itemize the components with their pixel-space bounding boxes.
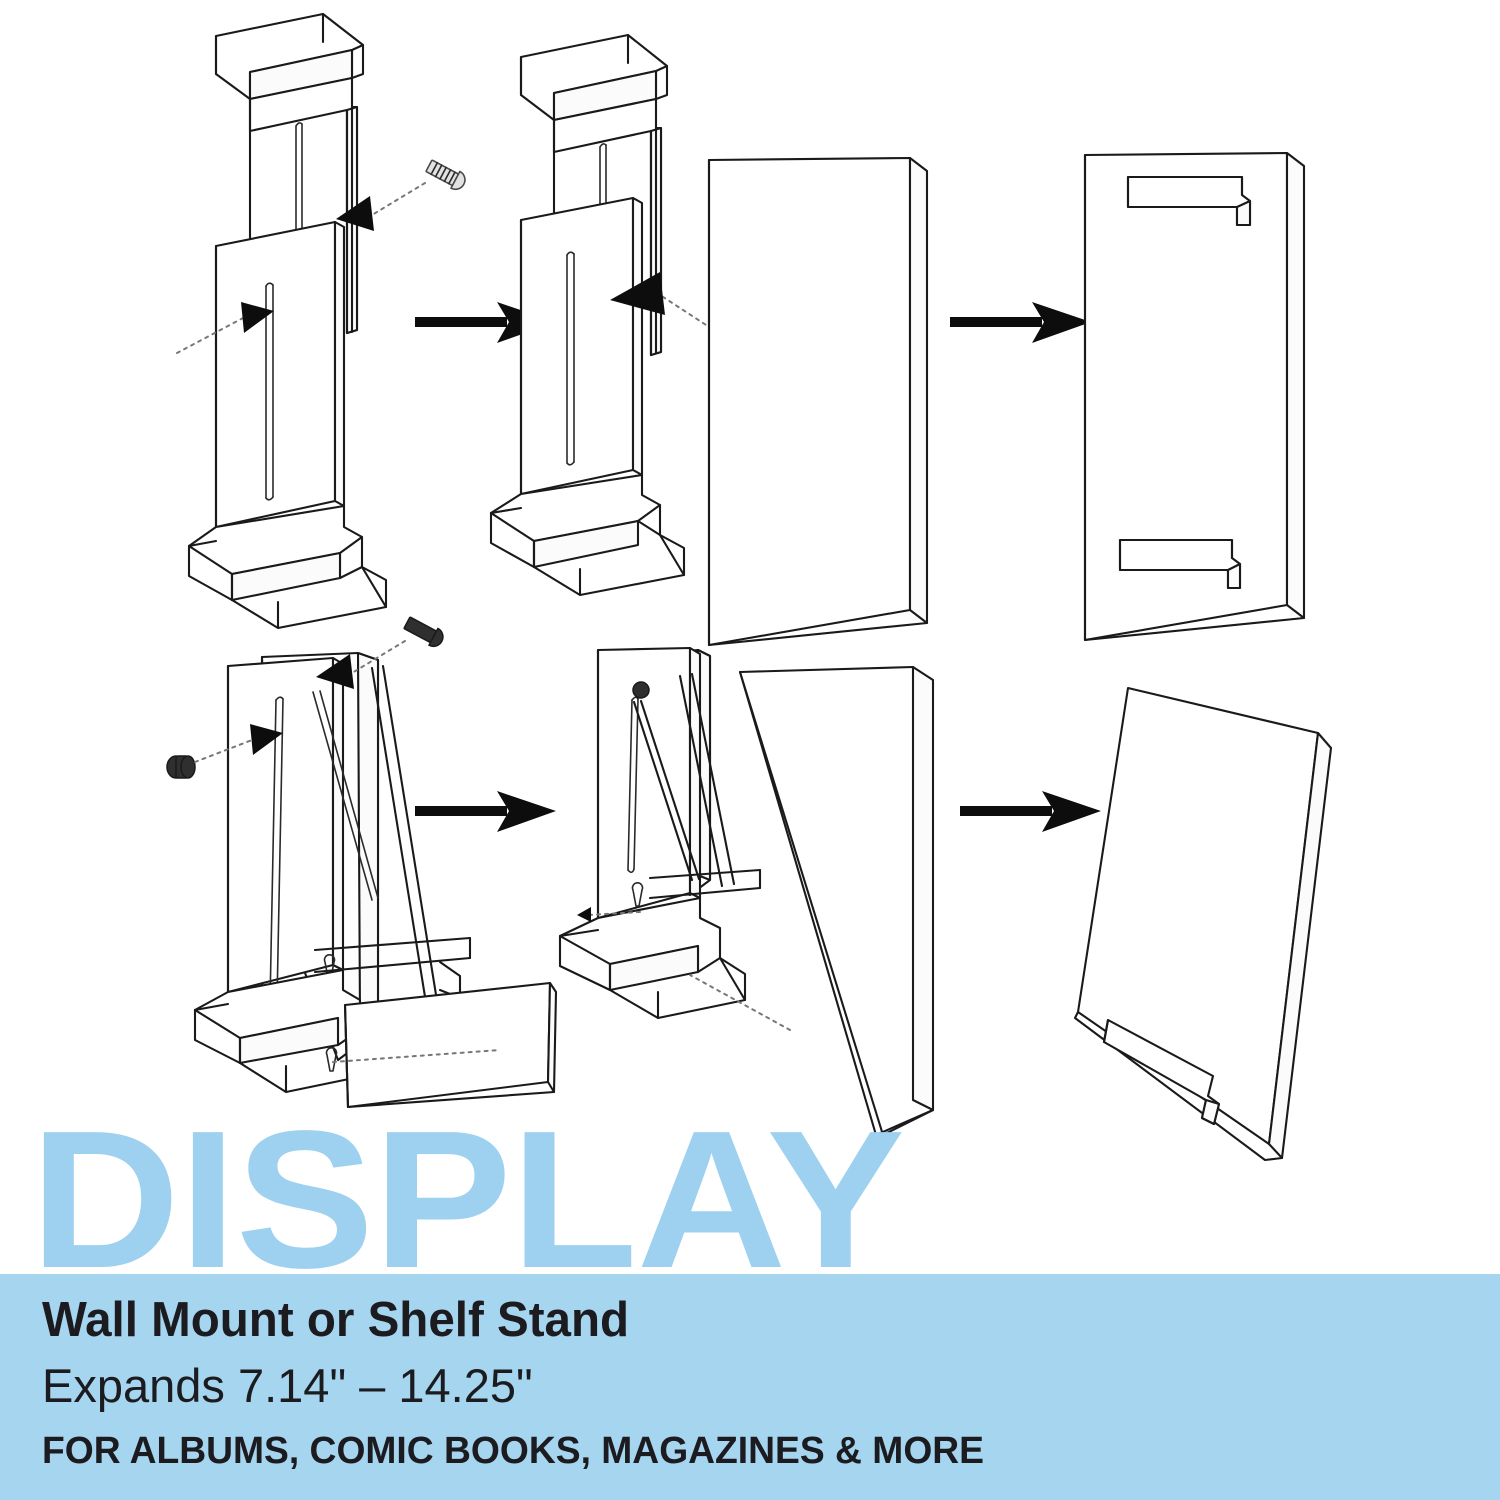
caption-headline: Wall Mount or Shelf Stand [42, 1293, 630, 1347]
caption-subline: Expands 7.14" – 14.25" [42, 1359, 533, 1412]
row2-step1-easel-parts [193, 651, 558, 1109]
caption-tagline: FOR ALBUMS, COMIC BOOKS, MAGAZINES & MOR… [42, 1430, 985, 1472]
row1-arrow-2[interactable] [950, 302, 1091, 343]
row1-screw [336, 159, 466, 231]
row2-step3-shelf-stand-result [1073, 686, 1333, 1162]
row2-step2-assembled-easel [558, 646, 791, 1031]
row1-step2-assembled-bracket [489, 33, 807, 597]
row1-front-panel-leader [176, 302, 274, 354]
row1-step2-display-panel [707, 156, 929, 647]
row2-step2-display-panel [738, 665, 935, 1137]
row2-arrow-2[interactable] [960, 791, 1101, 832]
display-wordmark: DISPLAY [30, 1090, 905, 1309]
row2-arrow-1[interactable] [415, 791, 556, 832]
row2-screw [316, 616, 444, 689]
row1-step3-mounted-result [1083, 151, 1306, 642]
row1-step1-front-panel-with-foot [187, 220, 388, 630]
caption-text-block: Wall Mount or Shelf Stand Expands 7.14" … [42, 1292, 1042, 1474]
caption-band [0, 1274, 1500, 1500]
row2-thumb-nut [166, 724, 283, 779]
